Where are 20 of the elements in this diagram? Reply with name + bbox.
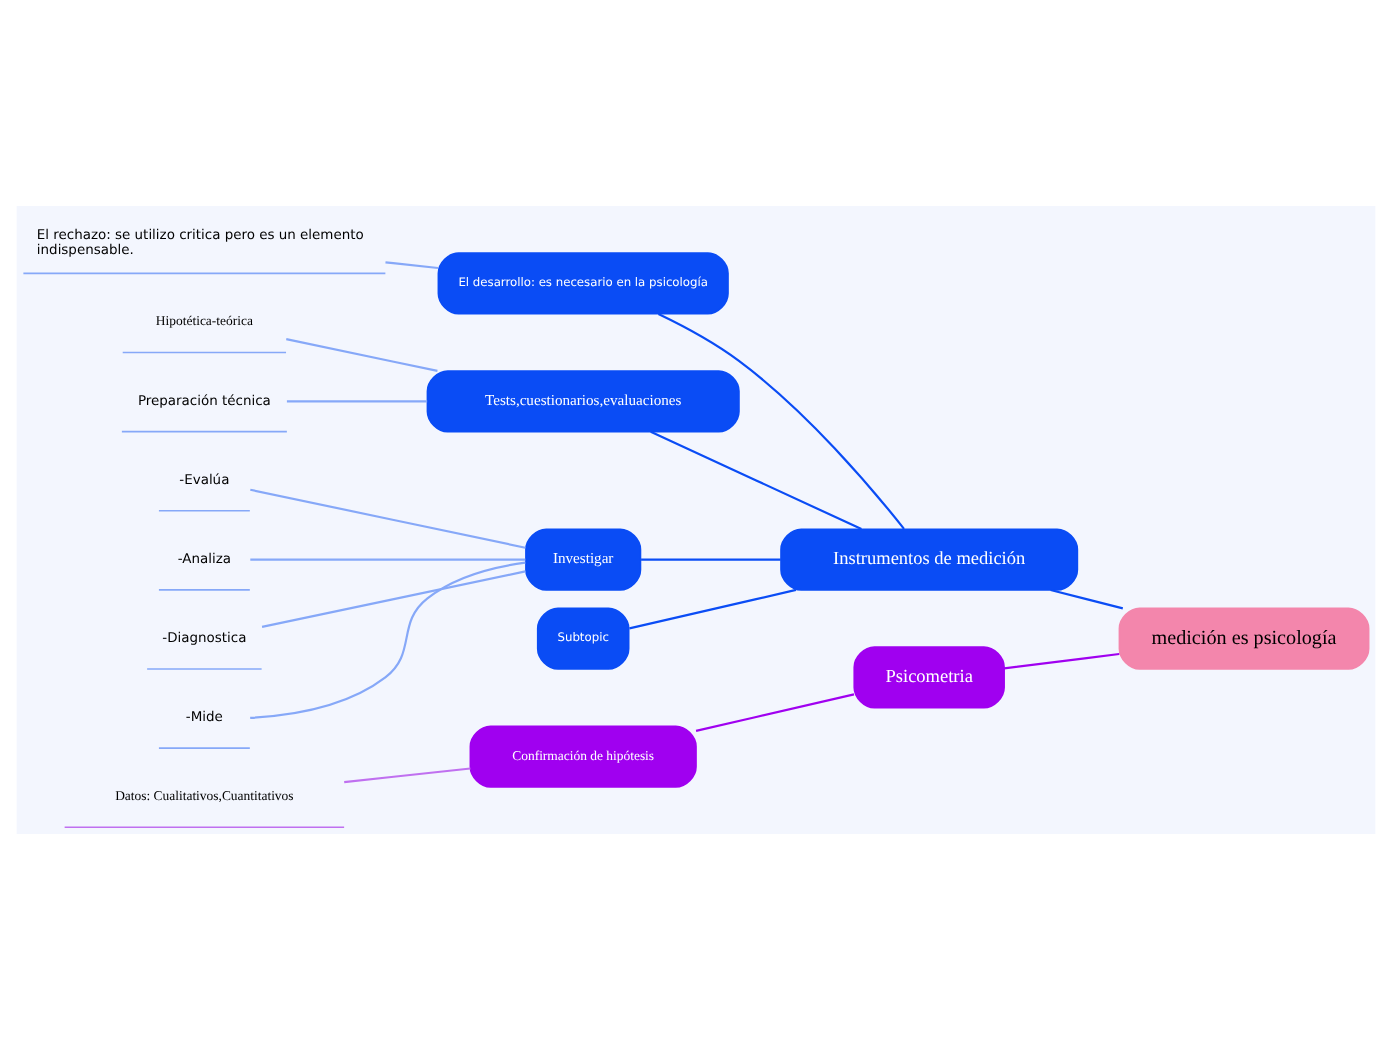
connector (385, 261, 439, 270)
connector (629, 588, 797, 630)
connector (344, 767, 471, 784)
connector (250, 558, 526, 561)
connector (261, 570, 526, 628)
node-box: Tests,cuestionarios,evaluaciones (426, 370, 740, 433)
node-box: Investigar (525, 528, 642, 591)
connector (657, 313, 905, 530)
connector (1004, 652, 1120, 670)
connector (286, 338, 438, 372)
connector (250, 488, 526, 549)
node-box: Psicometria (853, 646, 1005, 709)
connector (286, 400, 428, 403)
connector (641, 558, 781, 561)
node-box: medición es psicología (1118, 607, 1370, 670)
connector (1050, 588, 1124, 610)
node-box: Instrumentos de medición (780, 528, 1079, 591)
connector (695, 693, 855, 732)
connector (650, 430, 862, 531)
connector (250, 561, 526, 719)
